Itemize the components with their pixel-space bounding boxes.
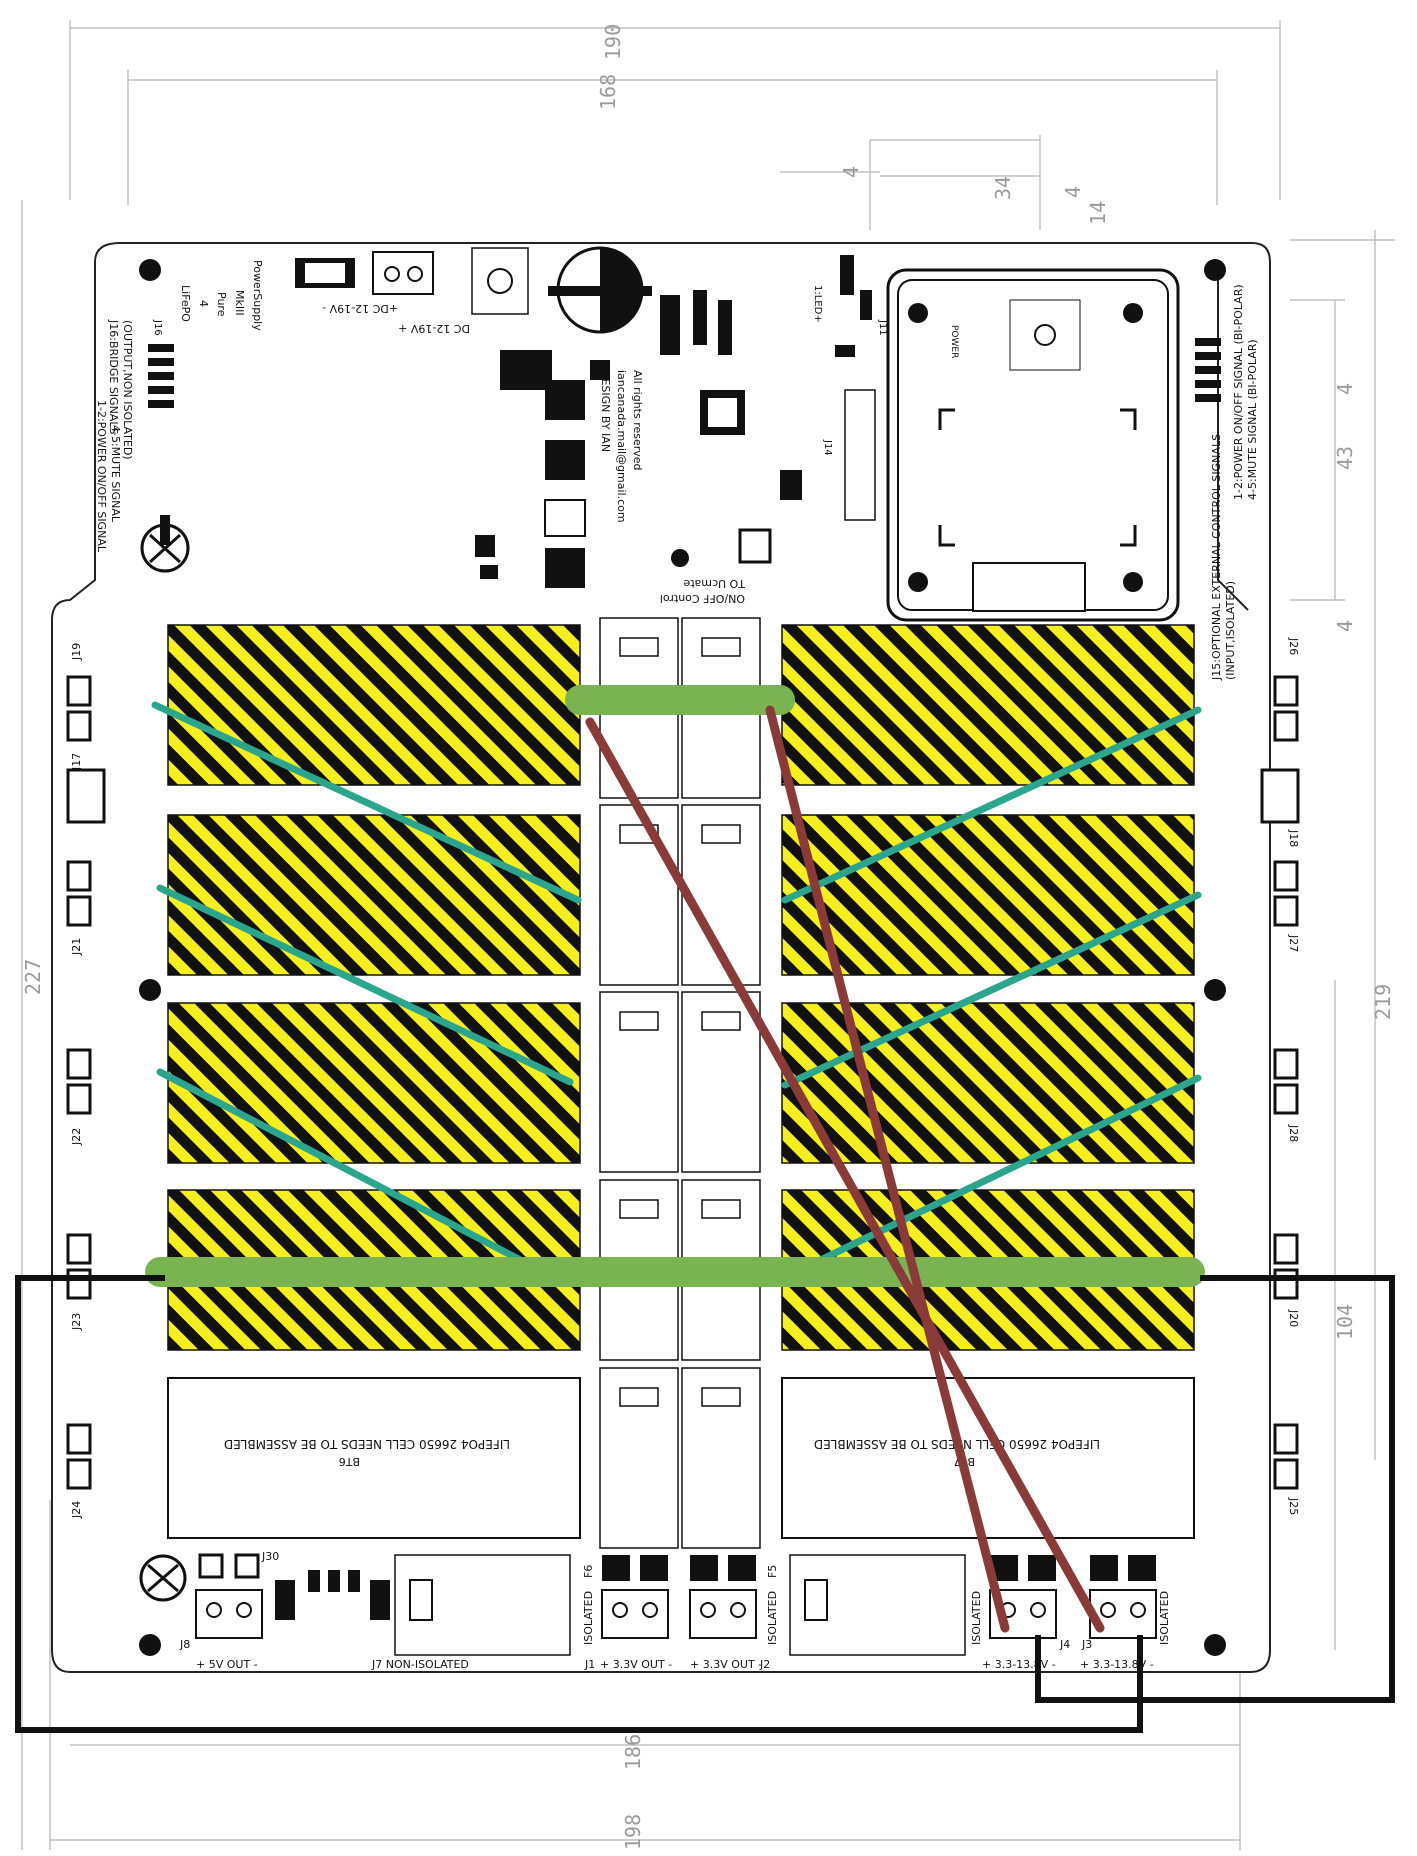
dim-227: 227 bbox=[21, 959, 45, 995]
dim-104: 104 bbox=[1333, 1304, 1357, 1340]
dim-219: 219 bbox=[1371, 984, 1395, 1020]
title-line-4: MkIII bbox=[233, 290, 246, 316]
j21-label: J21 bbox=[70, 938, 83, 956]
j3-label: J3 bbox=[1081, 1638, 1092, 1651]
dim-4-right-a: 4 bbox=[1333, 383, 1357, 395]
bottom-components bbox=[139, 1553, 1157, 1656]
j9-line-1: ON/OFF Control bbox=[660, 592, 745, 605]
title-line-5: PowerSupply bbox=[251, 260, 264, 331]
cell-bt7 bbox=[781, 1377, 1195, 1539]
battery-cells bbox=[167, 624, 1195, 1351]
cell-bt6 bbox=[167, 1377, 581, 1539]
dim-186: 186 bbox=[621, 1734, 645, 1770]
dim-168: 168 bbox=[596, 74, 620, 110]
green-busbars bbox=[145, 685, 1205, 1287]
j9-line-2: TO Ucmate bbox=[683, 577, 746, 590]
j6-label: DC 12-19V + bbox=[398, 322, 470, 335]
control-module bbox=[886, 268, 1180, 622]
f6-label: F6 bbox=[582, 1565, 595, 1578]
dimension-lines bbox=[21, 20, 1395, 1850]
j25-label: J25 bbox=[1287, 1497, 1300, 1515]
j24-label: J24 bbox=[70, 1501, 83, 1519]
title-line-1: LiFePO bbox=[179, 285, 192, 322]
j14-label: J14 bbox=[822, 439, 833, 456]
j15-pins bbox=[1195, 338, 1221, 402]
j16-line-2: 4-5:MUTE SIGNAL bbox=[109, 425, 122, 523]
black-wire bbox=[15, 1275, 1395, 1733]
dim-4-small: 4 bbox=[1061, 186, 1085, 198]
f5-label: F5 bbox=[766, 1565, 779, 1578]
j1-label: J1 bbox=[584, 1658, 595, 1671]
j18-label: J18 bbox=[1287, 829, 1300, 847]
j16-label: J16 bbox=[152, 319, 163, 336]
j15-line-1: 1-2:POWER ON/OFF SIGNAL (BI-POLAR) bbox=[1232, 284, 1245, 500]
j4-out-label: + 3.3-13.8V - bbox=[982, 1658, 1056, 1671]
brown-wires bbox=[585, 705, 1105, 1633]
title-line-3: Pure bbox=[215, 292, 228, 317]
j4-label: J4 bbox=[1059, 1638, 1070, 1651]
j26-label: J26 bbox=[1287, 637, 1300, 655]
side-connectors bbox=[66, 675, 1300, 1490]
j5-label: +DC 12-19V - bbox=[322, 302, 398, 315]
cell-right-1 bbox=[781, 624, 1195, 786]
dim-34: 34 bbox=[991, 176, 1015, 200]
cell-right-2 bbox=[781, 814, 1195, 976]
dim-198: 198 bbox=[621, 1814, 645, 1850]
dim-190: 190 bbox=[601, 24, 625, 60]
isolated-j2: ISOLATED bbox=[766, 1591, 779, 1645]
led-label: 1:LED+ bbox=[812, 285, 823, 323]
bt6-label: BT6 bbox=[339, 1455, 360, 1468]
design-line-3: All rights reserved bbox=[631, 370, 644, 471]
j20-label: J20 bbox=[1287, 1309, 1300, 1327]
dim-4-top: 4 bbox=[839, 166, 863, 178]
j7-label: J7 NON-ISOLATED bbox=[371, 1658, 469, 1671]
j30-label: J30 bbox=[261, 1550, 279, 1563]
title-line-2: 4 bbox=[197, 300, 210, 307]
isolated-j4: ISOLATED bbox=[970, 1591, 983, 1645]
capacitor-symbol bbox=[140, 515, 190, 573]
cell-left-3 bbox=[167, 1002, 581, 1164]
j16-title: J16:BRIDGE SIGNALS bbox=[107, 319, 120, 434]
dim-43: 43 bbox=[1333, 446, 1357, 470]
j8-out-label: + 5V OUT - bbox=[196, 1658, 258, 1671]
cell-left-2 bbox=[167, 814, 581, 976]
isolated-j1: ISOLATED bbox=[582, 1591, 595, 1645]
j28-label: J28 bbox=[1287, 1124, 1300, 1142]
top-components bbox=[295, 246, 876, 588]
j3-out-label: + 3.3-13.8V - bbox=[1080, 1658, 1154, 1671]
j17-label: J17 bbox=[70, 753, 83, 771]
dim-14: 14 bbox=[1086, 201, 1110, 225]
j2-label: J2 bbox=[759, 1658, 770, 1671]
j27-label: J27 bbox=[1287, 934, 1300, 952]
power-label: POWER bbox=[949, 325, 959, 358]
left-connector-labels: J19 J17 J21 J22 J23 J24 bbox=[70, 643, 83, 1519]
design-line-2: iancanada.mail@gmail.com bbox=[615, 370, 628, 523]
j16-line-1: 1-2:POWER ON/OFF SIGNAL bbox=[95, 400, 108, 553]
j15-line-2: 4-5:MUTE SIGNAL (BI-POLAR) bbox=[1246, 339, 1259, 500]
title-block: LiFePO 4 Pure MkIII PowerSupply bbox=[179, 260, 264, 331]
isolated-j3: ISOLATED bbox=[1158, 1591, 1171, 1645]
design-line-1: DESIGN BY IAN bbox=[599, 370, 612, 452]
empty-cells bbox=[167, 1377, 1195, 1539]
right-connector-labels: J26 J18 J27 J28 J20 J25 bbox=[1287, 637, 1300, 1515]
j11-label: J11 bbox=[877, 319, 888, 336]
j15-title: J15:OPTIONAL EXTERNAL CONTROL SIGNALS bbox=[1210, 434, 1223, 681]
j16-pins bbox=[148, 344, 174, 408]
j16-notes: J16:BRIDGE SIGNALS (OUTPUT,NON ISOLATED)… bbox=[95, 319, 134, 553]
j16-subtitle: (OUTPUT,NON ISOLATED) bbox=[121, 320, 134, 460]
cell-left-1 bbox=[167, 624, 581, 786]
j1-out-label: + 3.3V OUT - bbox=[600, 1658, 672, 1671]
cell-right-3 bbox=[781, 1002, 1195, 1164]
dim-4-right-b: 4 bbox=[1333, 620, 1357, 632]
j19-label: J19 bbox=[70, 643, 83, 661]
bt6-cell-text: LIFEPO4 26650 CELL NEEDS TO BE ASSEMBLED bbox=[224, 1437, 510, 1451]
mounting-holes bbox=[139, 259, 1226, 1656]
j2-out-label: + 3.3V OUT - bbox=[690, 1658, 762, 1671]
j23-label: J23 bbox=[70, 1313, 83, 1331]
j8-label: J8 bbox=[179, 1638, 190, 1651]
j15-subtitle: (INPUT,ISOLATED) bbox=[1224, 581, 1237, 680]
j22-label: J22 bbox=[70, 1128, 83, 1146]
